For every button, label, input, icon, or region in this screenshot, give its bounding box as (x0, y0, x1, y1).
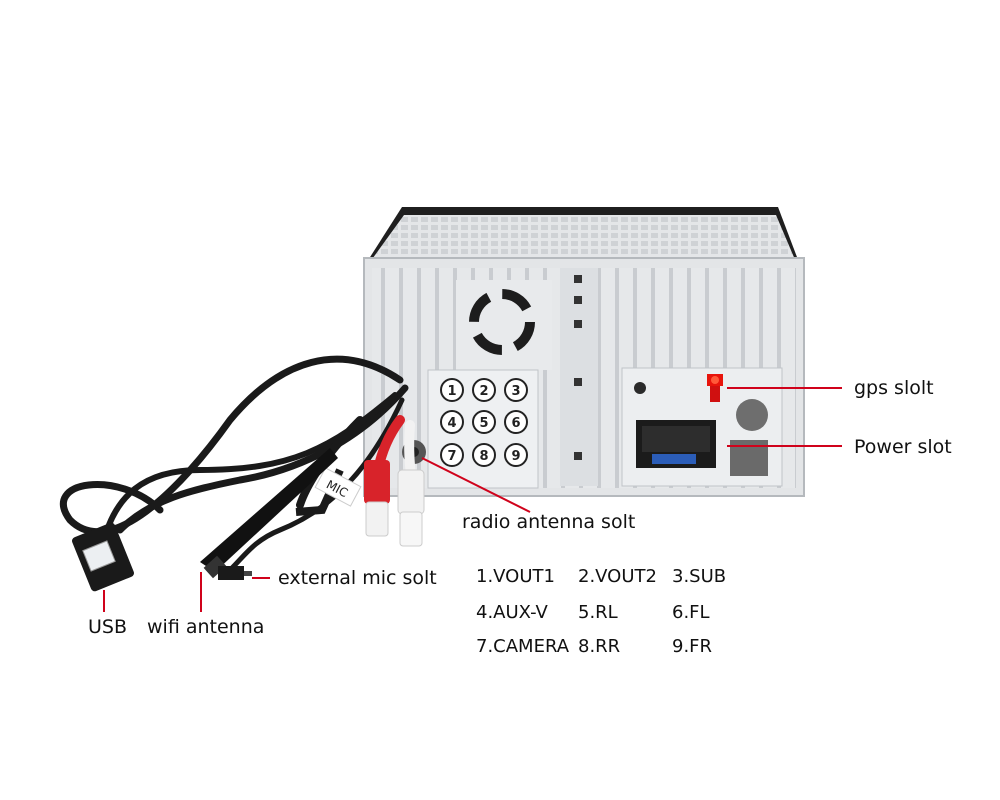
power-slot-label: Power slot (854, 436, 952, 458)
rca-plug-red (364, 460, 390, 537)
port-legend-9: 9.FR (672, 636, 713, 657)
svg-text:1: 1 (447, 384, 456, 399)
svg-text:3: 3 (511, 384, 520, 399)
svg-text:8: 8 (479, 449, 488, 464)
chassis-top (365, 207, 800, 265)
svg-text:6: 6 (511, 416, 520, 431)
rca-port-grid: 1 2 3 4 5 6 7 8 9 (440, 378, 528, 467)
callout-lines (103, 387, 842, 612)
usb-plug (72, 522, 134, 592)
external-mic-plug (218, 566, 252, 580)
rca-port-3: 3 (504, 378, 528, 402)
radio-antenna-label: radio antenna solt (462, 511, 636, 533)
rca-port-8: 8 (472, 443, 496, 467)
wifi-antenna (200, 448, 338, 579)
usb-label: USB (88, 616, 128, 638)
svg-text:4: 4 (447, 416, 456, 431)
gps-slot-label: gps slolt (854, 377, 934, 399)
gps-connector (707, 374, 723, 402)
port-legend-6: 6.FL (672, 602, 710, 623)
port-legend-4: 4.AUX-V (476, 602, 548, 623)
rca-port-7: 7 (440, 443, 464, 467)
port-legend-2: 2.VOUT2 (578, 566, 657, 587)
rca-port-9: 9 (504, 443, 528, 467)
rear-panel (363, 257, 805, 497)
mic-cable-tag: MIC (295, 467, 362, 516)
rca-plug-white (397, 469, 425, 547)
svg-text:9: 9 (511, 449, 520, 464)
wifi-antenna-label: wifi antenna (147, 616, 265, 638)
port-legend-7: 7.CAMERA (476, 636, 570, 657)
svg-text:5: 5 (479, 416, 488, 431)
port-legend-5: 5.RL (578, 602, 618, 623)
rca-port-6: 6 (504, 410, 528, 434)
cable-harness (59, 355, 417, 571)
svg-text:2: 2 (479, 384, 488, 399)
port-legend-1: 1.VOUT1 (476, 566, 555, 587)
port-legend-8: 8.RR (578, 636, 621, 657)
rca-port-5: 5 (472, 410, 496, 434)
radio-pointer (421, 457, 531, 513)
port-legend-3: 3.SUB (672, 566, 727, 587)
rca-port-2: 2 (472, 378, 496, 402)
rca-port-4: 4 (440, 410, 464, 434)
external-mic-label: external mic solt (278, 567, 437, 589)
rca-port-1: 1 (440, 378, 464, 402)
power-connector (636, 420, 716, 468)
svg-text:7: 7 (447, 449, 456, 464)
